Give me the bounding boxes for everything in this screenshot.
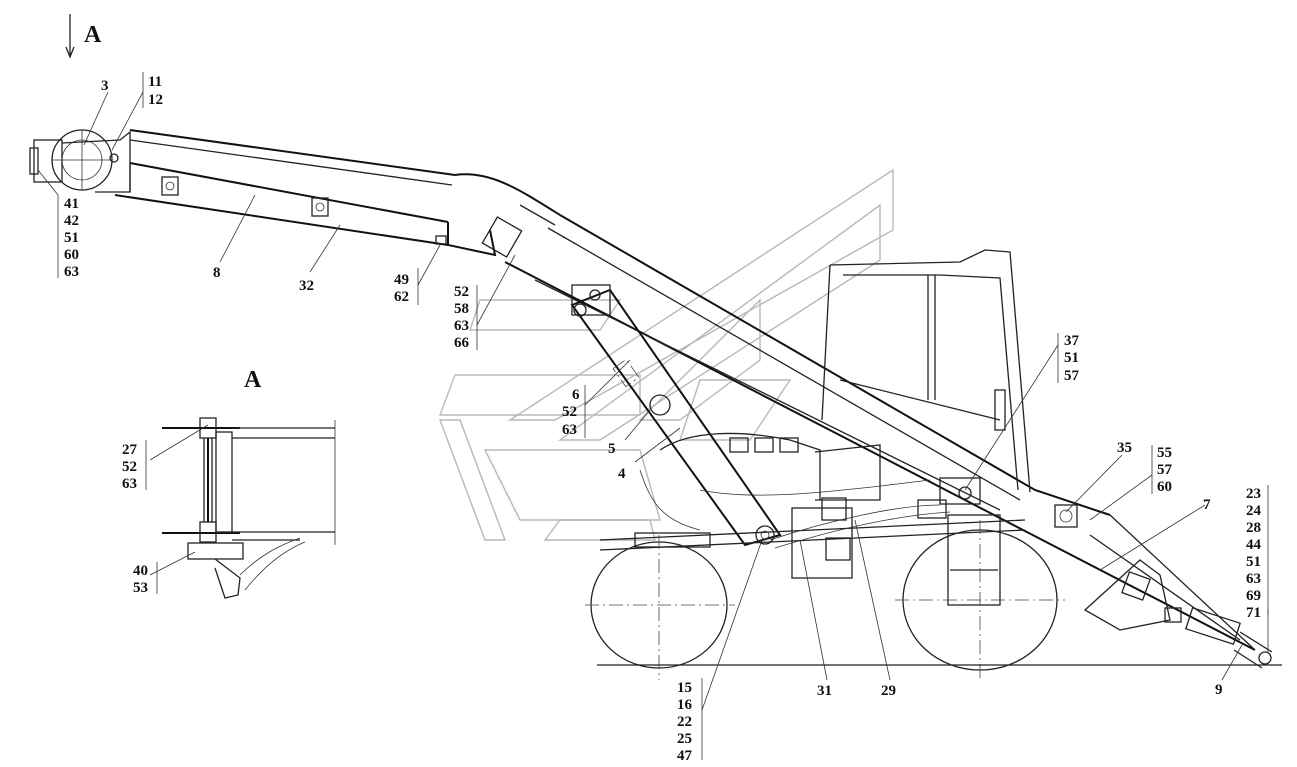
callout-60: 60 [1157,479,1172,495]
callout-15: 15 [677,680,692,696]
view-marker-top: A [84,22,102,48]
callout-51: 51 [64,230,79,246]
callout-63: 63 [454,318,469,334]
callout-16: 16 [677,697,693,713]
callout-8: 8 [213,265,221,281]
detail-view-a [162,417,336,599]
callout-51: 51 [1064,350,1079,366]
callout-37: 37 [1064,333,1080,349]
callout-49: 49 [394,272,409,288]
callout-5: 5 [608,441,616,457]
lifting-arm [570,284,782,547]
callout-63: 63 [562,422,577,438]
callout-57: 57 [1064,368,1080,384]
callout-25: 25 [677,731,692,747]
callout-24: 24 [1246,503,1262,519]
callout-52: 52 [454,284,469,300]
callout-35: 35 [1117,440,1132,456]
front-wheel [585,535,735,680]
callout-29: 29 [881,683,896,699]
callout-63: 63 [1246,571,1261,587]
callout-60: 60 [64,247,79,263]
main-conveyor [504,214,1273,669]
callout-4: 4 [618,466,626,482]
callout-62: 62 [394,289,409,305]
callout-71: 71 [1246,605,1261,621]
callout-42: 42 [64,213,79,229]
callout-28: 28 [1246,520,1261,536]
callouts: 3 11 12 41 42 51 60 63 8 32 49 62 52 58 … [64,74,1262,764]
tractor [599,249,1031,606]
callout-53: 53 [133,580,148,596]
callout-51: 51 [1246,554,1261,570]
view-marker-detail: A [244,367,262,393]
callout-66: 66 [454,335,470,351]
callout-47: 47 [677,748,693,764]
callout-63: 63 [64,264,79,280]
background-watermark [438,168,894,541]
callout-9: 9 [1215,682,1223,698]
callout-63: 63 [122,476,137,492]
callout-27: 27 [122,442,138,458]
callout-32: 32 [299,278,314,294]
callout-55: 55 [1157,445,1172,461]
callout-52: 52 [122,459,137,475]
callout-69: 69 [1246,588,1261,604]
callout-57: 57 [1157,462,1173,478]
callout-22: 22 [677,714,692,730]
view-arrow [65,14,75,59]
leader-lines [37,72,1269,760]
callout-31: 31 [817,683,832,699]
callout-44: 44 [1246,537,1262,553]
callout-12: 12 [148,92,163,108]
callout-3: 3 [101,78,109,94]
rear-wheel [895,520,1065,680]
callout-52: 52 [562,404,577,420]
callout-7: 7 [1203,497,1211,513]
discharge-conveyor [29,129,561,258]
callout-41: 41 [64,196,79,212]
callout-40: 40 [133,563,148,579]
callout-58: 58 [454,301,469,317]
callout-11: 11 [148,74,162,90]
callout-6: 6 [572,387,580,403]
callout-23: 23 [1246,486,1261,502]
